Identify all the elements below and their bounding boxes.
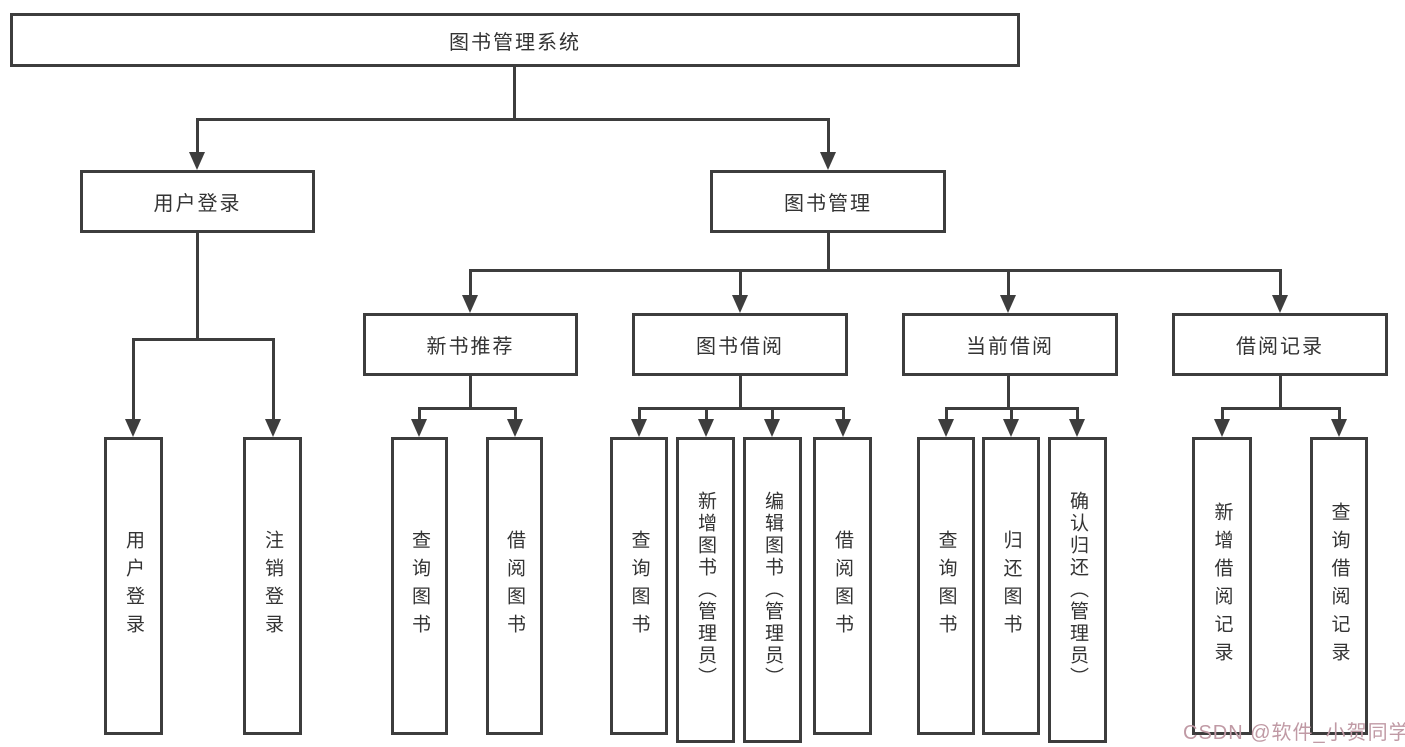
arrow-down-icon (1272, 295, 1288, 313)
arrow-down-icon (631, 419, 647, 437)
connector-line (132, 338, 275, 341)
connector-line (196, 233, 199, 341)
node-user-login: 用户登录 (80, 170, 315, 233)
leaf-query-books-current: 查询图书 (917, 437, 975, 735)
connector-line (1221, 407, 1224, 421)
connector-line (1338, 407, 1341, 421)
connector-line (739, 376, 742, 410)
arrow-down-icon (764, 419, 780, 437)
connector-line (418, 407, 517, 410)
node-current-borrowing: 当前借阅 (902, 313, 1118, 376)
leaf-borrow-books: 借阅图书 (813, 437, 872, 735)
arrow-down-icon (462, 295, 478, 313)
connector-line (842, 407, 845, 421)
arrow-down-icon (1331, 419, 1347, 437)
node-new-book-recommend: 新书推荐 (363, 313, 578, 376)
connector-line (418, 407, 421, 421)
connector-line (196, 118, 830, 121)
arrow-down-icon (698, 419, 714, 437)
arrow-down-icon (125, 419, 141, 437)
leaf-edit-books-admin: 编辑图书（管理员） (743, 437, 802, 743)
arrow-down-icon (820, 152, 836, 170)
leaf-add-borrow-record: 新增借阅记录 (1192, 437, 1252, 735)
connector-line (469, 269, 1282, 272)
connector-line (1279, 376, 1282, 410)
leaf-user-login: 用户登录 (104, 437, 163, 735)
leaf-borrow-books-recommend: 借阅图书 (486, 437, 543, 735)
leaf-query-borrow-record: 查询借阅记录 (1310, 437, 1368, 735)
arrow-down-icon (1069, 419, 1085, 437)
leaf-add-books-admin: 新增图书（管理员） (676, 437, 735, 743)
arrow-down-icon (1000, 295, 1016, 313)
connector-line (1007, 376, 1010, 410)
leaf-confirm-return-admin: 确认归还（管理员） (1048, 437, 1107, 743)
connector-line (739, 269, 742, 297)
arrow-down-icon (411, 419, 427, 437)
connector-line (705, 407, 708, 421)
connector-line (638, 407, 845, 410)
connector-line (132, 338, 135, 421)
connector-line (514, 407, 517, 421)
arrow-down-icon (835, 419, 851, 437)
node-book-borrowing: 图书借阅 (632, 313, 848, 376)
connector-line (1007, 269, 1010, 297)
connector-line (1221, 407, 1340, 410)
connector-line (1279, 269, 1282, 297)
arrow-down-icon (732, 295, 748, 313)
leaf-logout: 注销登录 (243, 437, 302, 735)
connector-line (469, 269, 472, 297)
node-library-system: 图书管理系统 (10, 13, 1020, 67)
connector-line (513, 66, 516, 121)
arrow-down-icon (507, 419, 523, 437)
connector-line (827, 118, 830, 154)
connector-line (272, 338, 275, 421)
connector-line (945, 407, 948, 421)
node-borrowing-records: 借阅记录 (1172, 313, 1388, 376)
connector-line (827, 233, 830, 272)
connector-line (1010, 407, 1013, 421)
leaf-return-books: 归还图书 (982, 437, 1040, 735)
connector-line (638, 407, 641, 421)
arrow-down-icon (189, 152, 205, 170)
watermark: CSDN @软件_小贺同学 (1183, 722, 1405, 744)
arrow-down-icon (938, 419, 954, 437)
leaf-query-books-recommend: 查询图书 (391, 437, 448, 735)
leaf-query-books-borrow: 查询图书 (610, 437, 668, 735)
arrow-down-icon (1003, 419, 1019, 437)
connector-line (196, 118, 199, 154)
arrow-down-icon (265, 419, 281, 437)
node-book-management: 图书管理 (710, 170, 946, 233)
arrow-down-icon (1214, 419, 1230, 437)
connector-line (1076, 407, 1079, 421)
connector-line (771, 407, 774, 421)
connector-line (469, 376, 472, 410)
